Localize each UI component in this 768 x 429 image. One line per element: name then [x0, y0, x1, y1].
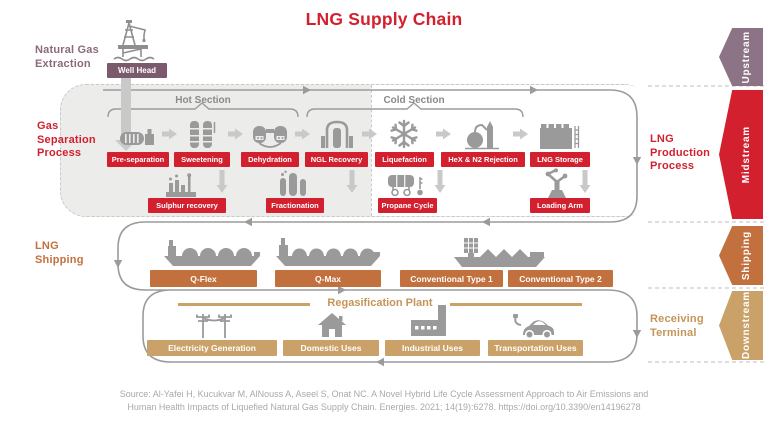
- step-label: Sweetening: [174, 152, 230, 167]
- dehydration-icon: [252, 124, 288, 149]
- ngl-recovery-icon: [320, 120, 354, 149]
- source-line-1: Source: Al-Yafei H, Kucukvar M, AlNouss …: [119, 389, 649, 399]
- sulphur-recovery-icon: [166, 173, 204, 198]
- qmax-ship-icon: [274, 230, 382, 268]
- hot-section-label: Hot Section: [175, 95, 231, 106]
- factory-icon: [409, 305, 449, 338]
- sweetening-icon: [187, 119, 217, 150]
- step-label: LNG Storage: [530, 152, 590, 167]
- use-label: Electricity Generation: [147, 340, 277, 356]
- ribbon-upstream: Upstream: [719, 28, 763, 86]
- hex-n2-rejection-icon: [465, 121, 501, 150]
- ribbon-shipping-label: Shipping: [741, 230, 752, 281]
- oil-rig-icon: [110, 20, 162, 64]
- ribbon-downstream-label: Downstream: [741, 291, 752, 360]
- receiving-label: Receiving Terminal: [650, 313, 704, 339]
- loading-arm-icon: [540, 168, 574, 198]
- lng-storage-icon: [540, 119, 580, 150]
- house-icon: [317, 312, 347, 338]
- substep-label: Sulphur recovery: [148, 198, 226, 213]
- use-label: Transportation Uses: [488, 340, 583, 356]
- step-label: Dehydration: [241, 152, 299, 167]
- source-line-2: Human Health Impacts of Liquefied Natura…: [127, 402, 641, 412]
- electricity-pylon-icon: [193, 309, 237, 339]
- electric-car-icon: [511, 313, 557, 340]
- use-label: Domestic Uses: [283, 340, 379, 356]
- step-label: NGL Recovery: [305, 152, 368, 167]
- ribbon-midstream-label: Midstream: [741, 125, 752, 184]
- page-title: LNG Supply Chain: [305, 9, 463, 29]
- separation-label: Gas Separation Process: [37, 120, 96, 159]
- vessel-label: Q-Flex: [150, 270, 257, 287]
- ribbon-shipping: Shipping: [719, 226, 763, 285]
- qflex-ship-icon: [162, 235, 262, 268]
- substep-label: Loading Arm: [530, 198, 590, 213]
- step-label: HeX & N2 Rejection: [441, 152, 525, 167]
- ribbon-downstream: Downstream: [719, 291, 763, 360]
- vessel-label: Q-Max: [275, 270, 381, 287]
- step-label: Liquefaction: [375, 152, 434, 167]
- propane-cycle-icon: [388, 173, 426, 197]
- substep-label: Fractionation: [266, 198, 324, 213]
- ribbon-midstream: Midstream: [719, 90, 763, 219]
- step-label: Pre-separation: [107, 152, 169, 167]
- regas-line-left: [178, 303, 310, 306]
- substep-label: Propane Cycle: [378, 198, 437, 213]
- cold-section-label: Cold Section: [383, 95, 445, 106]
- extraction-label: Natural Gas Extraction: [35, 44, 99, 70]
- vessel-label: Conventional Type 1: [400, 270, 503, 287]
- well-head-badge: Well Head: [107, 63, 167, 78]
- regas-line-right: [450, 303, 582, 306]
- vessel-label: Conventional Type 2: [508, 270, 613, 287]
- ribbon-upstream-label: Upstream: [741, 30, 752, 84]
- fractionation-icon: [278, 170, 312, 197]
- liquefaction-icon: [388, 118, 420, 150]
- shipping-label: LNG Shipping: [35, 240, 84, 266]
- conventional-ship-icon: [452, 236, 547, 269]
- pre-separation-icon: [120, 124, 156, 150]
- production-label: LNG Production Process: [650, 133, 711, 172]
- use-label: Industrial Uses: [385, 340, 480, 356]
